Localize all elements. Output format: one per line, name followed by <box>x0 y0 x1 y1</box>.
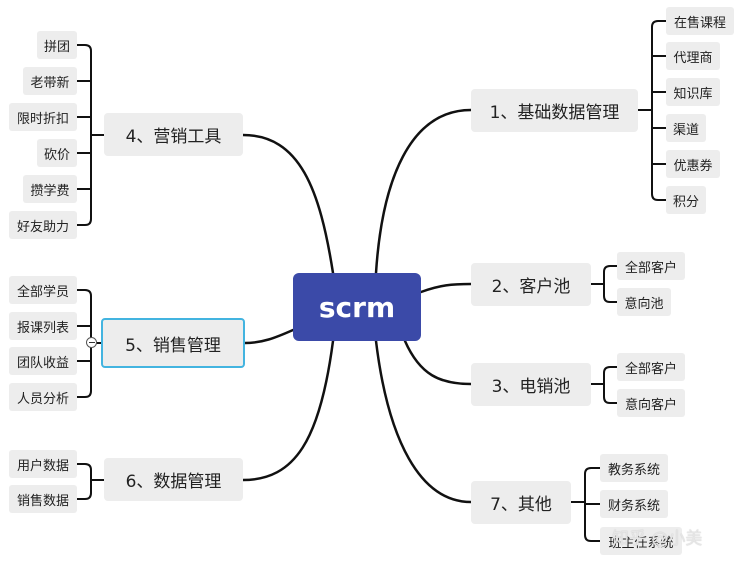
bracket-b3 <box>590 366 618 404</box>
link-root-b3 <box>403 339 473 386</box>
leaf-all-students[interactable]: 全部学员 <box>9 276 77 304</box>
leaf-friend-assist[interactable]: 好友助力 <box>9 211 77 239</box>
branch-basic-data[interactable]: 1、基础数据管理 <box>471 89 638 132</box>
leaf-class-teacher-system[interactable]: 班主任系统 <box>600 527 682 555</box>
leaf-enrollment-list[interactable]: 报课列表 <box>9 312 77 340</box>
bracket-b6 <box>76 463 105 500</box>
leaf-all-customers[interactable]: 全部客户 <box>617 252 685 280</box>
root-node[interactable]: scrm <box>293 273 421 341</box>
branch-marketing-tools[interactable]: 4、营销工具 <box>104 113 243 156</box>
link-root-b4 <box>241 133 335 275</box>
watermark-text: 知乎 @小美 <box>612 529 703 549</box>
bracket-b1 <box>637 20 667 201</box>
branch-telesales-pool[interactable]: 3、电销池 <box>471 363 591 406</box>
branch-sales-management[interactable]: 5、销售管理 <box>101 318 245 368</box>
leaf-user-data[interactable]: 用户数据 <box>9 450 77 478</box>
branch-customer-pool[interactable]: 2、客户池 <box>471 263 591 306</box>
link-root-b7 <box>374 339 473 504</box>
leaf-group-buy[interactable]: 拼团 <box>37 31 77 59</box>
leaf-points[interactable]: 积分 <box>666 186 706 214</box>
link-root-b6 <box>241 339 335 482</box>
leaf-intent-customers[interactable]: 意向客户 <box>617 389 685 417</box>
leaf-intent-pool[interactable]: 意向池 <box>617 288 671 316</box>
leaf-staff-analysis[interactable]: 人员分析 <box>9 383 77 411</box>
leaf-channels[interactable]: 渠道 <box>666 114 706 142</box>
leaf-academic-system[interactable]: 教务系统 <box>600 454 668 482</box>
leaf-coupons[interactable]: 优惠券 <box>666 150 720 178</box>
leaf-all-customers-telesales[interactable]: 全部客户 <box>617 353 685 381</box>
leaf-knowledge-base[interactable]: 知识库 <box>666 78 720 106</box>
leaf-agents[interactable]: 代理商 <box>666 42 720 70</box>
leaf-referral[interactable]: 老带新 <box>23 67 77 95</box>
link-root-b1 <box>374 108 473 275</box>
bracket-b4 <box>76 44 105 226</box>
leaf-bargain[interactable]: 砍价 <box>37 139 77 167</box>
leaf-sales-data[interactable]: 销售数据 <box>9 485 77 513</box>
leaf-save-tuition[interactable]: 攒学费 <box>23 175 77 203</box>
leaf-finance-system[interactable]: 财务系统 <box>600 490 668 518</box>
collapse-toggle-icon[interactable] <box>86 337 97 348</box>
leaf-courses-on-sale[interactable]: 在售课程 <box>666 7 734 35</box>
branch-data-management[interactable]: 6、数据管理 <box>104 458 243 501</box>
bracket-b7 <box>570 467 601 542</box>
leaf-limited-discount[interactable]: 限时折扣 <box>9 103 77 131</box>
link-root-b5 <box>243 328 295 345</box>
branch-other[interactable]: 7、其他 <box>471 481 571 524</box>
leaf-team-revenue[interactable]: 团队收益 <box>9 347 77 375</box>
link-root-b2 <box>419 282 473 294</box>
bracket-b2 <box>590 265 618 303</box>
